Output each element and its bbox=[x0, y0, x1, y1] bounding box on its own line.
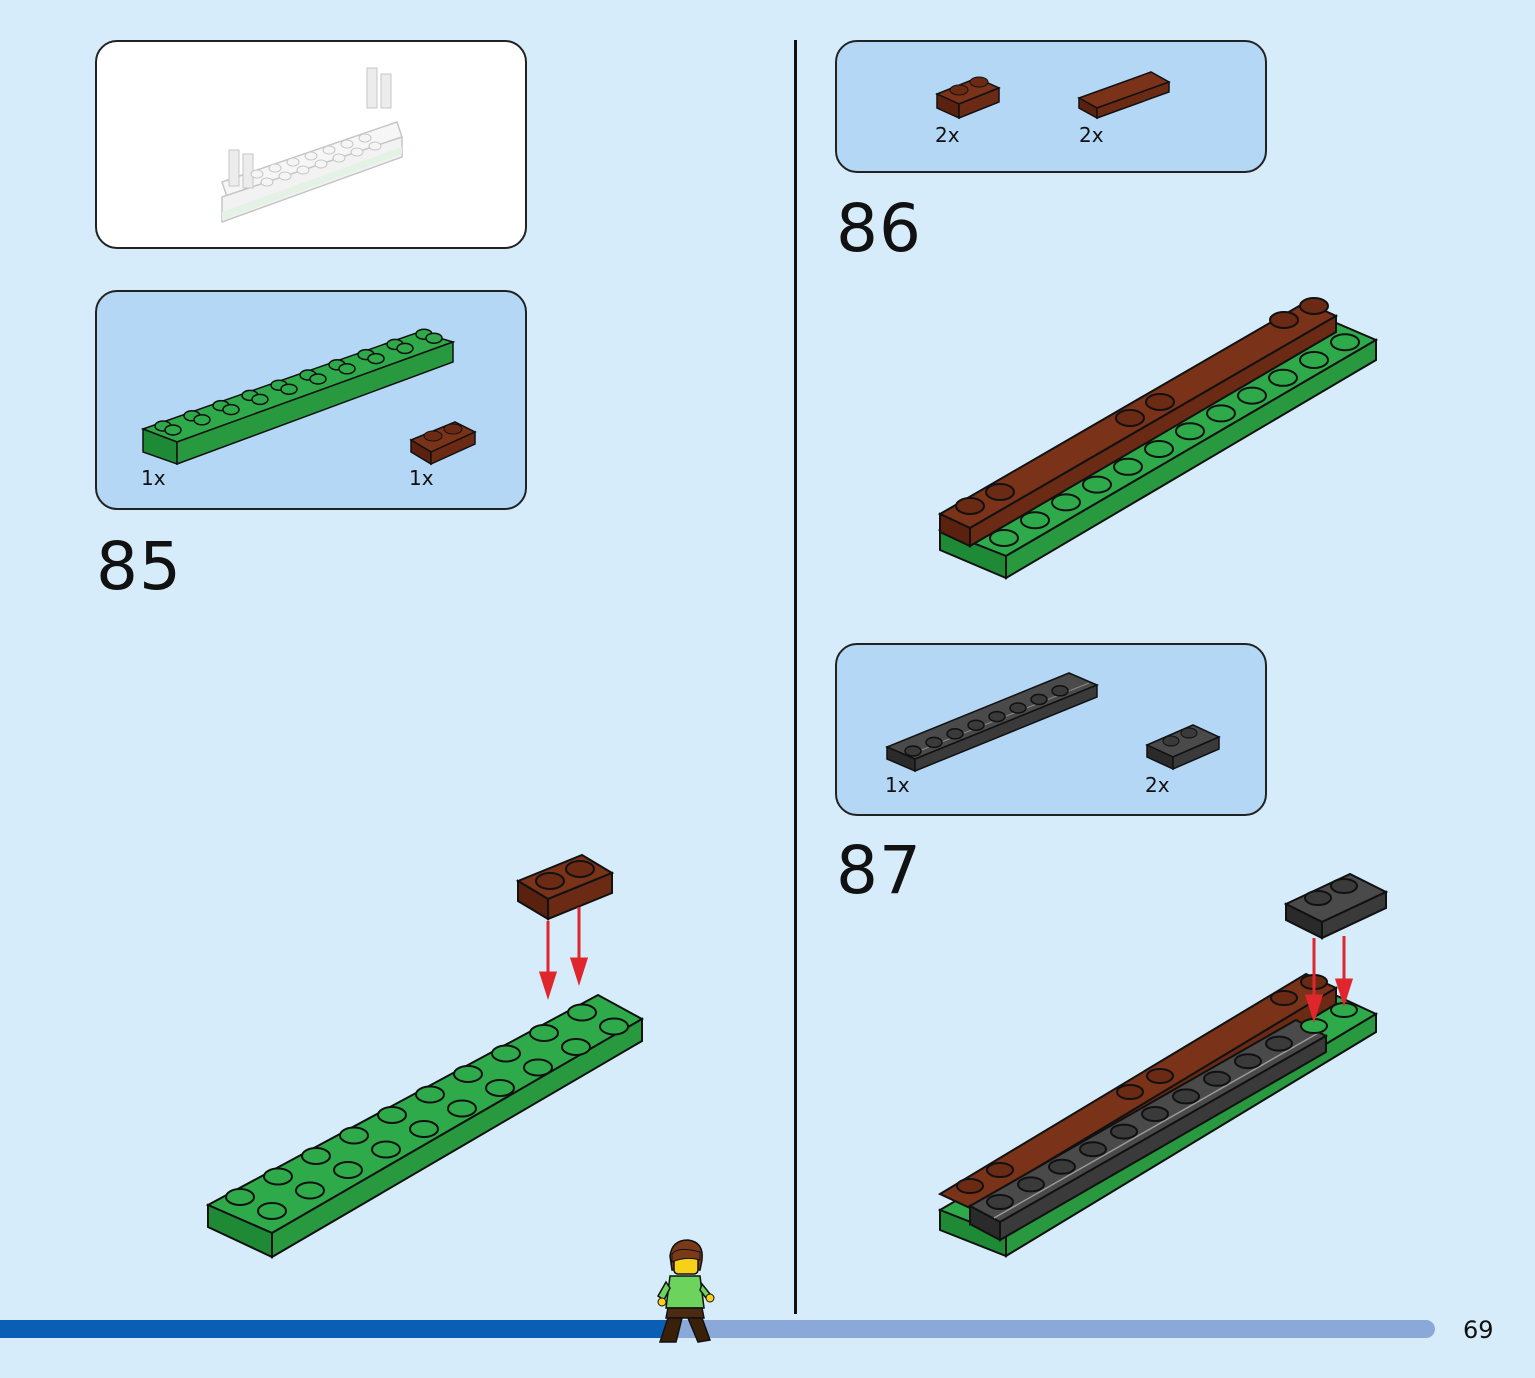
stud bbox=[415, 1085, 445, 1104]
stud bbox=[1113, 457, 1143, 476]
stud bbox=[338, 363, 356, 375]
stud bbox=[409, 1120, 439, 1138]
dark-gray-rail-plate-1x2-icon bbox=[1145, 724, 1221, 771]
stud bbox=[561, 1038, 591, 1056]
step-87-number: 87 bbox=[836, 832, 922, 909]
stud bbox=[377, 1106, 407, 1124]
stud bbox=[301, 1147, 331, 1165]
stud bbox=[523, 1058, 553, 1077]
stud bbox=[1020, 511, 1050, 530]
stud bbox=[1051, 493, 1081, 512]
stud bbox=[309, 373, 327, 385]
page-number: 69 bbox=[1463, 1316, 1494, 1344]
stud bbox=[1299, 351, 1329, 369]
stud bbox=[333, 1161, 363, 1179]
stud bbox=[222, 403, 240, 416]
stud bbox=[1270, 990, 1298, 1006]
stud bbox=[956, 1178, 984, 1194]
stud bbox=[193, 414, 211, 426]
stud bbox=[986, 1162, 1014, 1178]
stud bbox=[986, 1194, 1014, 1210]
stud bbox=[529, 1024, 559, 1042]
stud bbox=[1234, 1053, 1262, 1070]
stud bbox=[1206, 404, 1236, 423]
step-85-qty-1: 1x bbox=[141, 466, 166, 490]
step-87-qty-2: 2x bbox=[1145, 773, 1170, 797]
stud bbox=[1082, 475, 1112, 494]
stud bbox=[1115, 409, 1145, 427]
step-85-number: 85 bbox=[96, 528, 182, 605]
stud bbox=[1146, 1068, 1174, 1084]
step-86-qty-2: 2x bbox=[1079, 123, 1104, 147]
minifigure-icon bbox=[657, 1239, 715, 1343]
stud bbox=[1299, 297, 1329, 315]
step-86-parts-panel bbox=[835, 40, 1267, 173]
brown-plate-1x2-icon bbox=[935, 76, 1001, 120]
step-85-parts-panel bbox=[95, 290, 527, 510]
stud bbox=[1268, 368, 1298, 387]
step-85-build-illustration bbox=[205, 853, 645, 1259]
brown-tile-1x4-icon bbox=[1077, 71, 1171, 120]
stud bbox=[988, 710, 1006, 723]
stud bbox=[257, 1202, 287, 1220]
stud bbox=[453, 1065, 483, 1083]
stud bbox=[1144, 440, 1174, 458]
stud bbox=[1030, 693, 1048, 706]
stud bbox=[1330, 333, 1360, 352]
brown-plate-1x2-icon bbox=[409, 421, 477, 466]
stud bbox=[1048, 1158, 1076, 1175]
stud bbox=[425, 332, 443, 344]
stud bbox=[280, 383, 298, 395]
green-plate-2x10-icon bbox=[140, 328, 456, 466]
stud bbox=[371, 1140, 401, 1159]
stud bbox=[1017, 1176, 1045, 1193]
stud bbox=[955, 497, 985, 515]
submodel-preview-icon bbox=[221, 67, 403, 224]
step-87-qty-1: 1x bbox=[885, 773, 910, 797]
stud bbox=[1172, 1088, 1200, 1105]
stud bbox=[295, 1181, 325, 1200]
stud bbox=[567, 1003, 597, 1022]
dark-gray-rail-plate-1x8-icon bbox=[885, 672, 1099, 773]
stud bbox=[1145, 393, 1175, 411]
stud bbox=[989, 529, 1019, 547]
stud bbox=[1079, 1141, 1107, 1158]
stud bbox=[339, 1126, 369, 1145]
stud bbox=[1110, 1123, 1138, 1140]
progress-bar-fill bbox=[0, 1320, 675, 1338]
page-divider bbox=[794, 40, 797, 1314]
stud bbox=[985, 483, 1015, 501]
stud bbox=[1051, 685, 1069, 697]
step-86-number: 86 bbox=[836, 190, 922, 267]
stud bbox=[1116, 1084, 1144, 1100]
stud bbox=[599, 1017, 629, 1036]
stud bbox=[263, 1167, 293, 1186]
stud bbox=[396, 342, 414, 355]
stud bbox=[925, 736, 943, 749]
stud bbox=[1203, 1070, 1231, 1087]
stud bbox=[1269, 311, 1299, 329]
stud bbox=[1175, 422, 1205, 441]
stud bbox=[485, 1079, 515, 1097]
submodel-preview-panel bbox=[95, 40, 527, 249]
step-86-build-illustration bbox=[937, 297, 1379, 580]
stud bbox=[1265, 1035, 1293, 1052]
stud bbox=[225, 1188, 255, 1206]
stud bbox=[251, 393, 269, 406]
stud bbox=[1009, 702, 1027, 714]
step-86-qty-1: 2x bbox=[935, 123, 960, 147]
stud bbox=[1141, 1106, 1169, 1122]
stud bbox=[904, 745, 922, 757]
step-85-qty-2: 1x bbox=[409, 466, 434, 490]
stud bbox=[967, 719, 985, 731]
stud bbox=[164, 424, 182, 436]
stud bbox=[1237, 386, 1267, 405]
step-87-parts-panel bbox=[835, 643, 1267, 816]
stud bbox=[491, 1044, 521, 1063]
stud bbox=[447, 1099, 477, 1118]
progress-bar bbox=[0, 1320, 1435, 1338]
stud bbox=[367, 352, 385, 365]
stud bbox=[946, 728, 964, 740]
step-87-build-illustration bbox=[937, 872, 1389, 1258]
